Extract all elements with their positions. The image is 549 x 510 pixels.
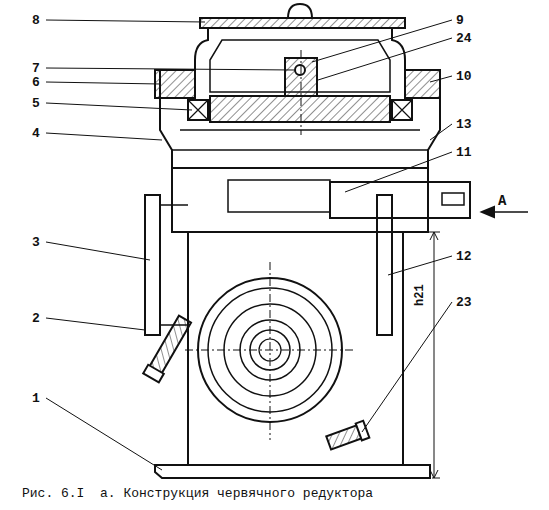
callout-number: 24 (456, 32, 472, 45)
callout-number: 10 (456, 70, 472, 83)
figure-caption: Рис. 6.I а. Конструкция червячного редук… (22, 486, 373, 502)
callout-number: 23 (456, 296, 472, 309)
callout-number: 8 (32, 14, 40, 27)
dimension-label: h21 (414, 284, 426, 306)
callout-number: 11 (456, 146, 472, 159)
callout-number: 3 (32, 236, 40, 249)
callout-number: 4 (32, 127, 40, 140)
callout-number: 7 (32, 62, 40, 75)
callout-number: 6 (32, 76, 40, 89)
callout-number: 9 (456, 14, 464, 27)
callout-number: 13 (456, 118, 472, 131)
callout-number: 2 (32, 312, 40, 325)
callout-number: 5 (32, 97, 40, 110)
callout-number: 12 (456, 250, 472, 263)
callout-number: 1 (32, 392, 40, 405)
leader-lines (46, 20, 452, 470)
gearbox-outline (143, 4, 528, 478)
view-arrow-letter: А (498, 194, 506, 208)
